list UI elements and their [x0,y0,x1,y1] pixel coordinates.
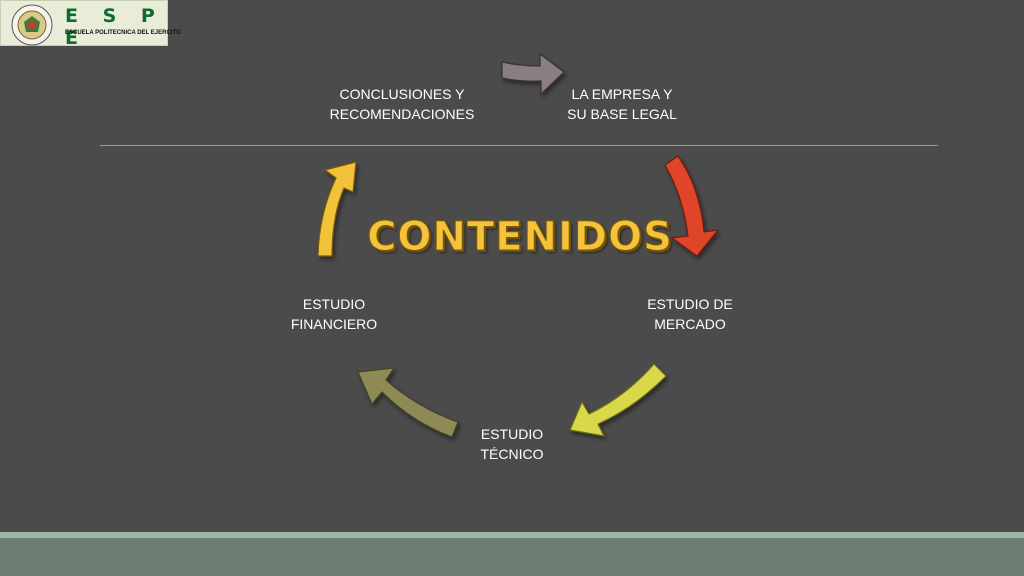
step-label-conclusiones: CONCLUSIONES Y RECOMENDACIONES [329,86,475,122]
divider-line [100,145,938,146]
diagram-title: CONTENIDOS [367,214,673,261]
arrow-2-icon [664,155,720,257]
footer-band [0,538,1024,576]
espe-logo: E S P E ESCUELA POLITECNICA DEL EJERCITO [0,0,181,49]
footer-stripe [0,532,1024,538]
logo-subtitle: ESCUELA POLITECNICA DEL EJERCITO [65,30,181,36]
step-label-financiero: ESTUDIO FINANCIERO [290,296,378,332]
step-label-tecnico: ESTUDIO TÉCNICO [480,426,544,462]
espe-seal-icon [11,4,53,46]
arrow-3-icon [569,363,667,437]
step-label-empresa: LA EMPRESA Y SU BASE LEGAL [567,86,677,122]
arrow-1-icon [501,52,565,96]
logo-name: E S P E [65,5,164,49]
arrow-4-icon [357,367,459,438]
arrow-5-icon [317,161,357,257]
step-label-mercado: ESTUDIO DE MERCADO [647,296,733,332]
